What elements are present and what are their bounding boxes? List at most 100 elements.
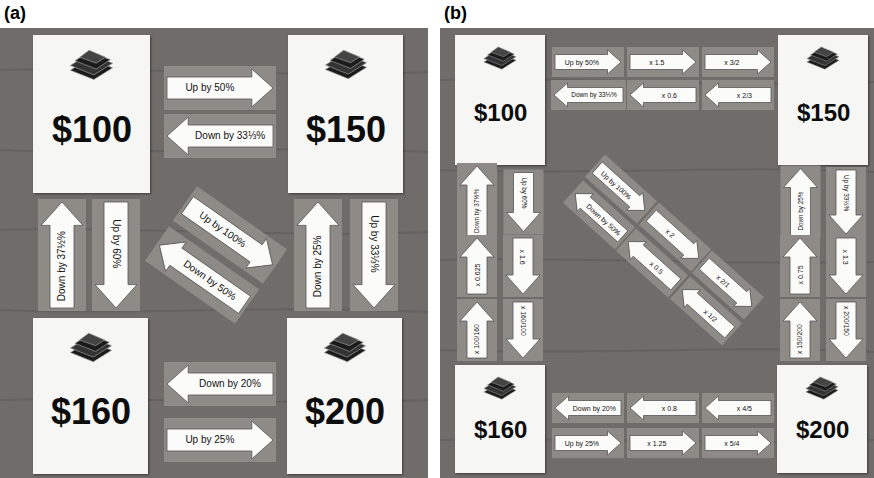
wood-table [0,28,428,478]
arrow-text: x 0.625 [474,264,481,287]
arrow-text: Up by 60% [520,178,526,209]
arrow-shape [503,235,543,297]
white-arrow [41,202,83,308]
arrow-card: Up by 50% [552,47,624,77]
arrow-text: x 3/2 [724,59,739,66]
white-arrow [460,166,494,238]
amount-text: $150 [797,101,850,125]
white-arrow [630,50,696,74]
white-arrow [167,69,273,107]
arrow-card: x 160/100 [503,299,543,361]
arrow-text: Up by 25% [565,440,599,447]
arrow-card: Down by 37½% [38,199,86,311]
white-arrow [555,50,621,74]
arrow-card: Down by 20% [552,393,624,423]
arrow-text: Down by 20% [573,405,616,412]
white-arrow [460,302,494,358]
bill [80,50,106,63]
bill [491,47,511,57]
white-arrow [705,50,771,74]
money-card: $200 [287,318,402,474]
arrow-text: Down by 25% [797,192,803,231]
bill [814,47,834,57]
white-arrow [506,302,540,358]
white-arrow [783,169,817,236]
money-card: $160 [33,318,148,474]
money-card: $100 [33,35,150,193]
arrow-text: Down by 33⅓% [571,92,617,99]
arrow-card: Down by 33⅓% [551,80,626,110]
white-arrow [630,396,696,420]
arrow-text: x 0.8 [662,405,677,412]
white-arrow [353,202,395,308]
panel-label: (b) [444,3,467,24]
white-arrow [506,238,540,294]
arrow-card: x 1.3 [826,235,866,297]
arrow-text: x 200/150 [843,306,850,336]
arrow-text: Up by 33⅓% [369,215,379,272]
arrow-card: Down by 25% [780,166,820,239]
arrow-card: x 0.6 [627,80,699,110]
white-arrow [95,202,137,308]
money-stack-icon [482,46,518,71]
bill [80,333,105,346]
arrow-text: x 1.25 [647,440,666,447]
white-arrow [506,173,540,232]
arrow-card: Down by 37½% [457,163,497,241]
amount-text: $200 [305,394,385,430]
arrow-text: Down by 20% [199,379,261,389]
bill [810,378,837,391]
white-arrow [460,238,494,294]
arrow-text: x 4/5 [737,405,752,412]
arrow-card: Down by 33⅓% [164,114,276,158]
arrow-text: Up by 33⅓% [843,175,849,211]
money-stack-icon [322,332,368,364]
arrow-card: x 1.6 [503,235,543,297]
arrow-card: Up by 25% [164,418,276,462]
white-arrow [829,238,863,294]
bill [334,333,359,346]
white-arrow [167,365,273,403]
arrow-card: x 1.25 [627,428,699,458]
amount-text: $200 [796,418,849,442]
amount-text: $160 [51,394,131,430]
arrow-text: Down by 33⅓% [195,131,265,141]
arrow-card: Up by 60% [92,199,140,311]
arrow-text: x 1.6 [520,250,527,265]
arrow-card: Up by 33⅓% [350,199,398,311]
arrow-text: x 150/200 [797,324,804,354]
arrow-text: x 0.6 [662,92,677,99]
money-stack-icon [805,46,841,71]
white-arrow [554,83,623,107]
white-arrow [567,185,631,246]
arrow-text: x 2/3 [737,92,752,99]
arrow-text: x 160/100 [520,306,527,336]
white-arrow [555,396,621,420]
arrow-card: x 150/200 [780,299,820,361]
arrow-text: x 100/160 [474,324,481,354]
white-arrow [783,302,817,358]
white-arrow [167,421,273,459]
white-arrow [630,431,696,455]
arrow-shape [826,235,866,297]
white-arrow [705,83,771,107]
money-card: $100 [455,35,545,165]
arrow-text: Down by 37½% [474,189,480,233]
arrow-text: Down by 25% [313,236,323,298]
bill [488,48,515,61]
white-arrow [620,233,684,294]
arrow-card: x 100/160 [457,299,497,361]
arrow-card: x 0.625 [457,235,497,297]
bill [488,378,515,391]
arrow-text: Up by 50% [185,83,234,93]
bill [335,50,360,63]
arrow-card: x 2/3 [702,80,774,110]
arrow-card: Down by 25% [294,199,342,311]
arrow-text: x 5/4 [724,440,739,447]
money-stack-icon [68,49,115,82]
bill [491,377,511,387]
arrow-card: x 0.75 [780,235,820,297]
money-stack-icon [482,376,518,401]
arrow-card: Up by 60% [503,170,543,235]
